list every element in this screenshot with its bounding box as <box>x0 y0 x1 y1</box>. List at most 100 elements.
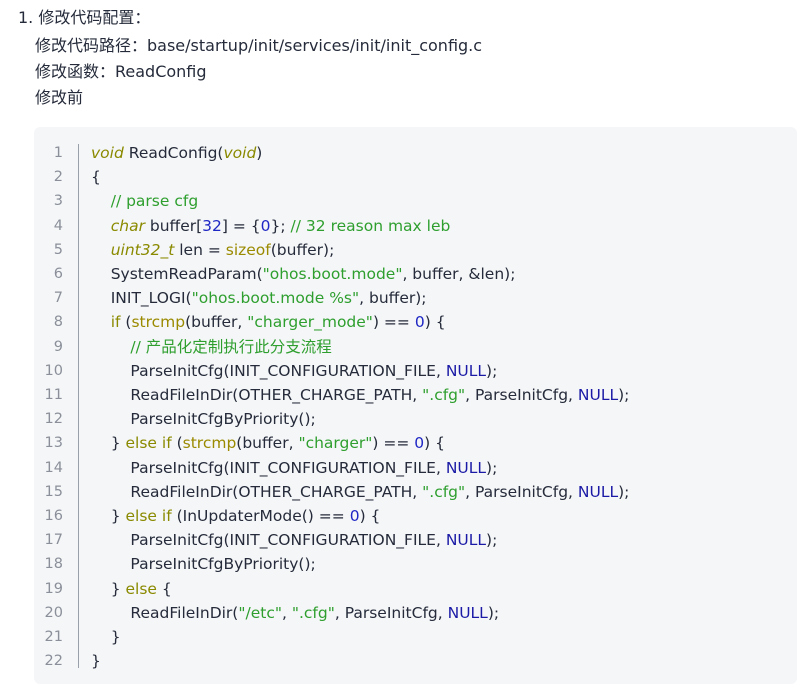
code-token: ParseInitCfg(INIT_CONFIGURATION_FILE, <box>91 531 446 550</box>
code-token: ReadFileInDir(OTHER_CHARGE_PATH, <box>91 482 423 501</box>
code-token: "charger_mode" <box>247 313 373 332</box>
gutter-divider <box>78 144 79 668</box>
code-text: SystemReadParam("ohos.boot.mode", buffer… <box>91 262 516 286</box>
code-line: 19 } else { <box>34 577 797 601</box>
code-text: void ReadConfig(void) <box>91 141 262 165</box>
list-item-title: 修改代码配置： <box>38 8 151 27</box>
code-token: void <box>223 144 257 162</box>
code-line: 22} <box>34 649 797 673</box>
line-number: 1 <box>53 145 63 161</box>
code-token: ); <box>618 482 630 501</box>
line-number: 22 <box>44 653 63 670</box>
line-number: 11 <box>44 387 63 403</box>
code-line: 15 ReadFileInDir(OTHER_CHARGE_PATH, ".cf… <box>34 480 797 504</box>
code-token: if <box>110 313 121 332</box>
before-label: 修改前 <box>35 88 84 107</box>
code-token: ParseInitCfgByPriority(); <box>91 555 316 574</box>
code-token: } <box>91 579 126 598</box>
code-token: buffer[ <box>144 216 203 235</box>
code-token: ( <box>120 313 132 332</box>
line-number: 14 <box>44 459 63 476</box>
line-number: 18 <box>44 556 63 573</box>
code-text: uint32_t len = sizeof(buffer); <box>91 238 335 262</box>
code-token: , buffer, &len); <box>402 265 516 283</box>
code-text: } else if (InUpdaterMode() == 0) { <box>91 504 381 528</box>
code-text: ReadFileInDir("/etc", ".cfg", ParseInitC… <box>91 601 499 625</box>
code-token: ReadFileInDir( <box>91 603 239 622</box>
code-token: strcmp <box>182 434 237 453</box>
code-token: strcmp <box>131 313 186 332</box>
code-token: ) { <box>424 313 446 332</box>
code-token: ) == <box>372 434 415 453</box>
code-token: void <box>91 144 124 162</box>
line-number: 12 <box>44 411 63 428</box>
code-token: "ohos.boot.mode" <box>262 265 403 283</box>
line-number: 6 <box>53 266 63 282</box>
code-text: ParseInitCfgByPriority(); <box>91 552 316 576</box>
line-number: 10 <box>44 362 63 379</box>
code-token <box>91 217 111 235</box>
code-token: uint32_t <box>110 240 175 259</box>
code-line: 7 INIT_LOGI("ohos.boot.mode %s", buffer)… <box>34 286 797 310</box>
code-token: "/etc" <box>238 603 282 622</box>
code-token: (InUpdaterMode() == <box>171 507 350 525</box>
code-token: ) == <box>372 313 415 332</box>
code-text: } else if (strcmp(buffer, "charger") == … <box>91 431 445 455</box>
code-token <box>91 241 111 259</box>
code-token: (buffer); <box>270 240 335 259</box>
code-text: // 产品化定制执行此分支流程 <box>91 335 331 359</box>
code-token: 0 <box>260 216 271 235</box>
code-token: "ohos.boot.mode %s" <box>191 289 360 308</box>
code-text: ParseInitCfg(INIT_CONFIGURATION_FILE, NU… <box>91 456 497 480</box>
line-number: 13 <box>44 435 63 452</box>
code-token: NULL <box>577 386 619 404</box>
line-number: 4 <box>53 217 63 234</box>
code-token: ReadFileInDir(OTHER_CHARGE_PATH, <box>91 386 423 404</box>
code-token: NULL <box>577 482 619 501</box>
code-token: ".cfg" <box>422 482 466 501</box>
code-line: 18 ParseInitCfgByPriority(); <box>34 552 797 576</box>
code-token: ); <box>486 361 498 380</box>
code-line: 16 } else if (InUpdaterMode() == 0) { <box>34 504 797 528</box>
code-token: sizeof <box>225 240 271 259</box>
code-token: ); <box>486 458 498 477</box>
code-token: // parse cfg <box>110 192 199 211</box>
code-text: char buffer[32] = {0}; // 32 reason max … <box>91 214 451 238</box>
code-token: char <box>110 216 145 235</box>
code-token: 0 <box>414 434 425 453</box>
function-line: 修改函数：ReadConfig <box>35 62 207 81</box>
code-token <box>91 338 130 356</box>
code-token: ReadConfig <box>123 144 218 162</box>
code-token: , ParseInitCfg, <box>334 603 448 622</box>
code-token: NULL <box>445 531 487 550</box>
line-number: 5 <box>53 241 63 258</box>
code-token: NULL <box>445 458 487 477</box>
line-number: 7 <box>53 290 63 307</box>
code-token <box>91 192 111 210</box>
code-line: 10 ParseInitCfg(INIT_CONFIGURATION_FILE,… <box>34 359 797 383</box>
code-line: 12 ParseInitCfgByPriority(); <box>34 407 797 431</box>
code-line: 2{ <box>34 165 797 189</box>
code-line: 20 ReadFileInDir("/etc", ".cfg", ParseIn… <box>34 601 797 625</box>
code-line: 17 ParseInitCfg(INIT_CONFIGURATION_FILE,… <box>34 528 797 552</box>
code-token: } <box>91 507 126 525</box>
code-token: NULL <box>445 361 487 380</box>
code-token: { <box>91 168 101 187</box>
line-number: 15 <box>44 483 63 500</box>
line-number: 19 <box>44 580 63 597</box>
code-line: 21 } <box>34 625 797 649</box>
code-token: , <box>281 603 292 622</box>
code-token: { <box>156 579 172 598</box>
code-token: ); <box>486 531 498 550</box>
code-token: ".cfg" <box>291 603 335 622</box>
code-token: ); <box>618 386 630 404</box>
code-token: , ParseInitCfg, <box>465 386 578 404</box>
line-number: 21 <box>44 629 63 645</box>
code-text: ParseInitCfg(INIT_CONFIGURATION_FILE, NU… <box>91 359 497 383</box>
code-text: { <box>91 165 101 189</box>
code-token: ); <box>487 603 500 622</box>
code-token: len = <box>174 240 226 259</box>
code-token: ".cfg" <box>422 386 466 404</box>
list-item-heading: 1. 修改代码配置： <box>18 6 150 30</box>
